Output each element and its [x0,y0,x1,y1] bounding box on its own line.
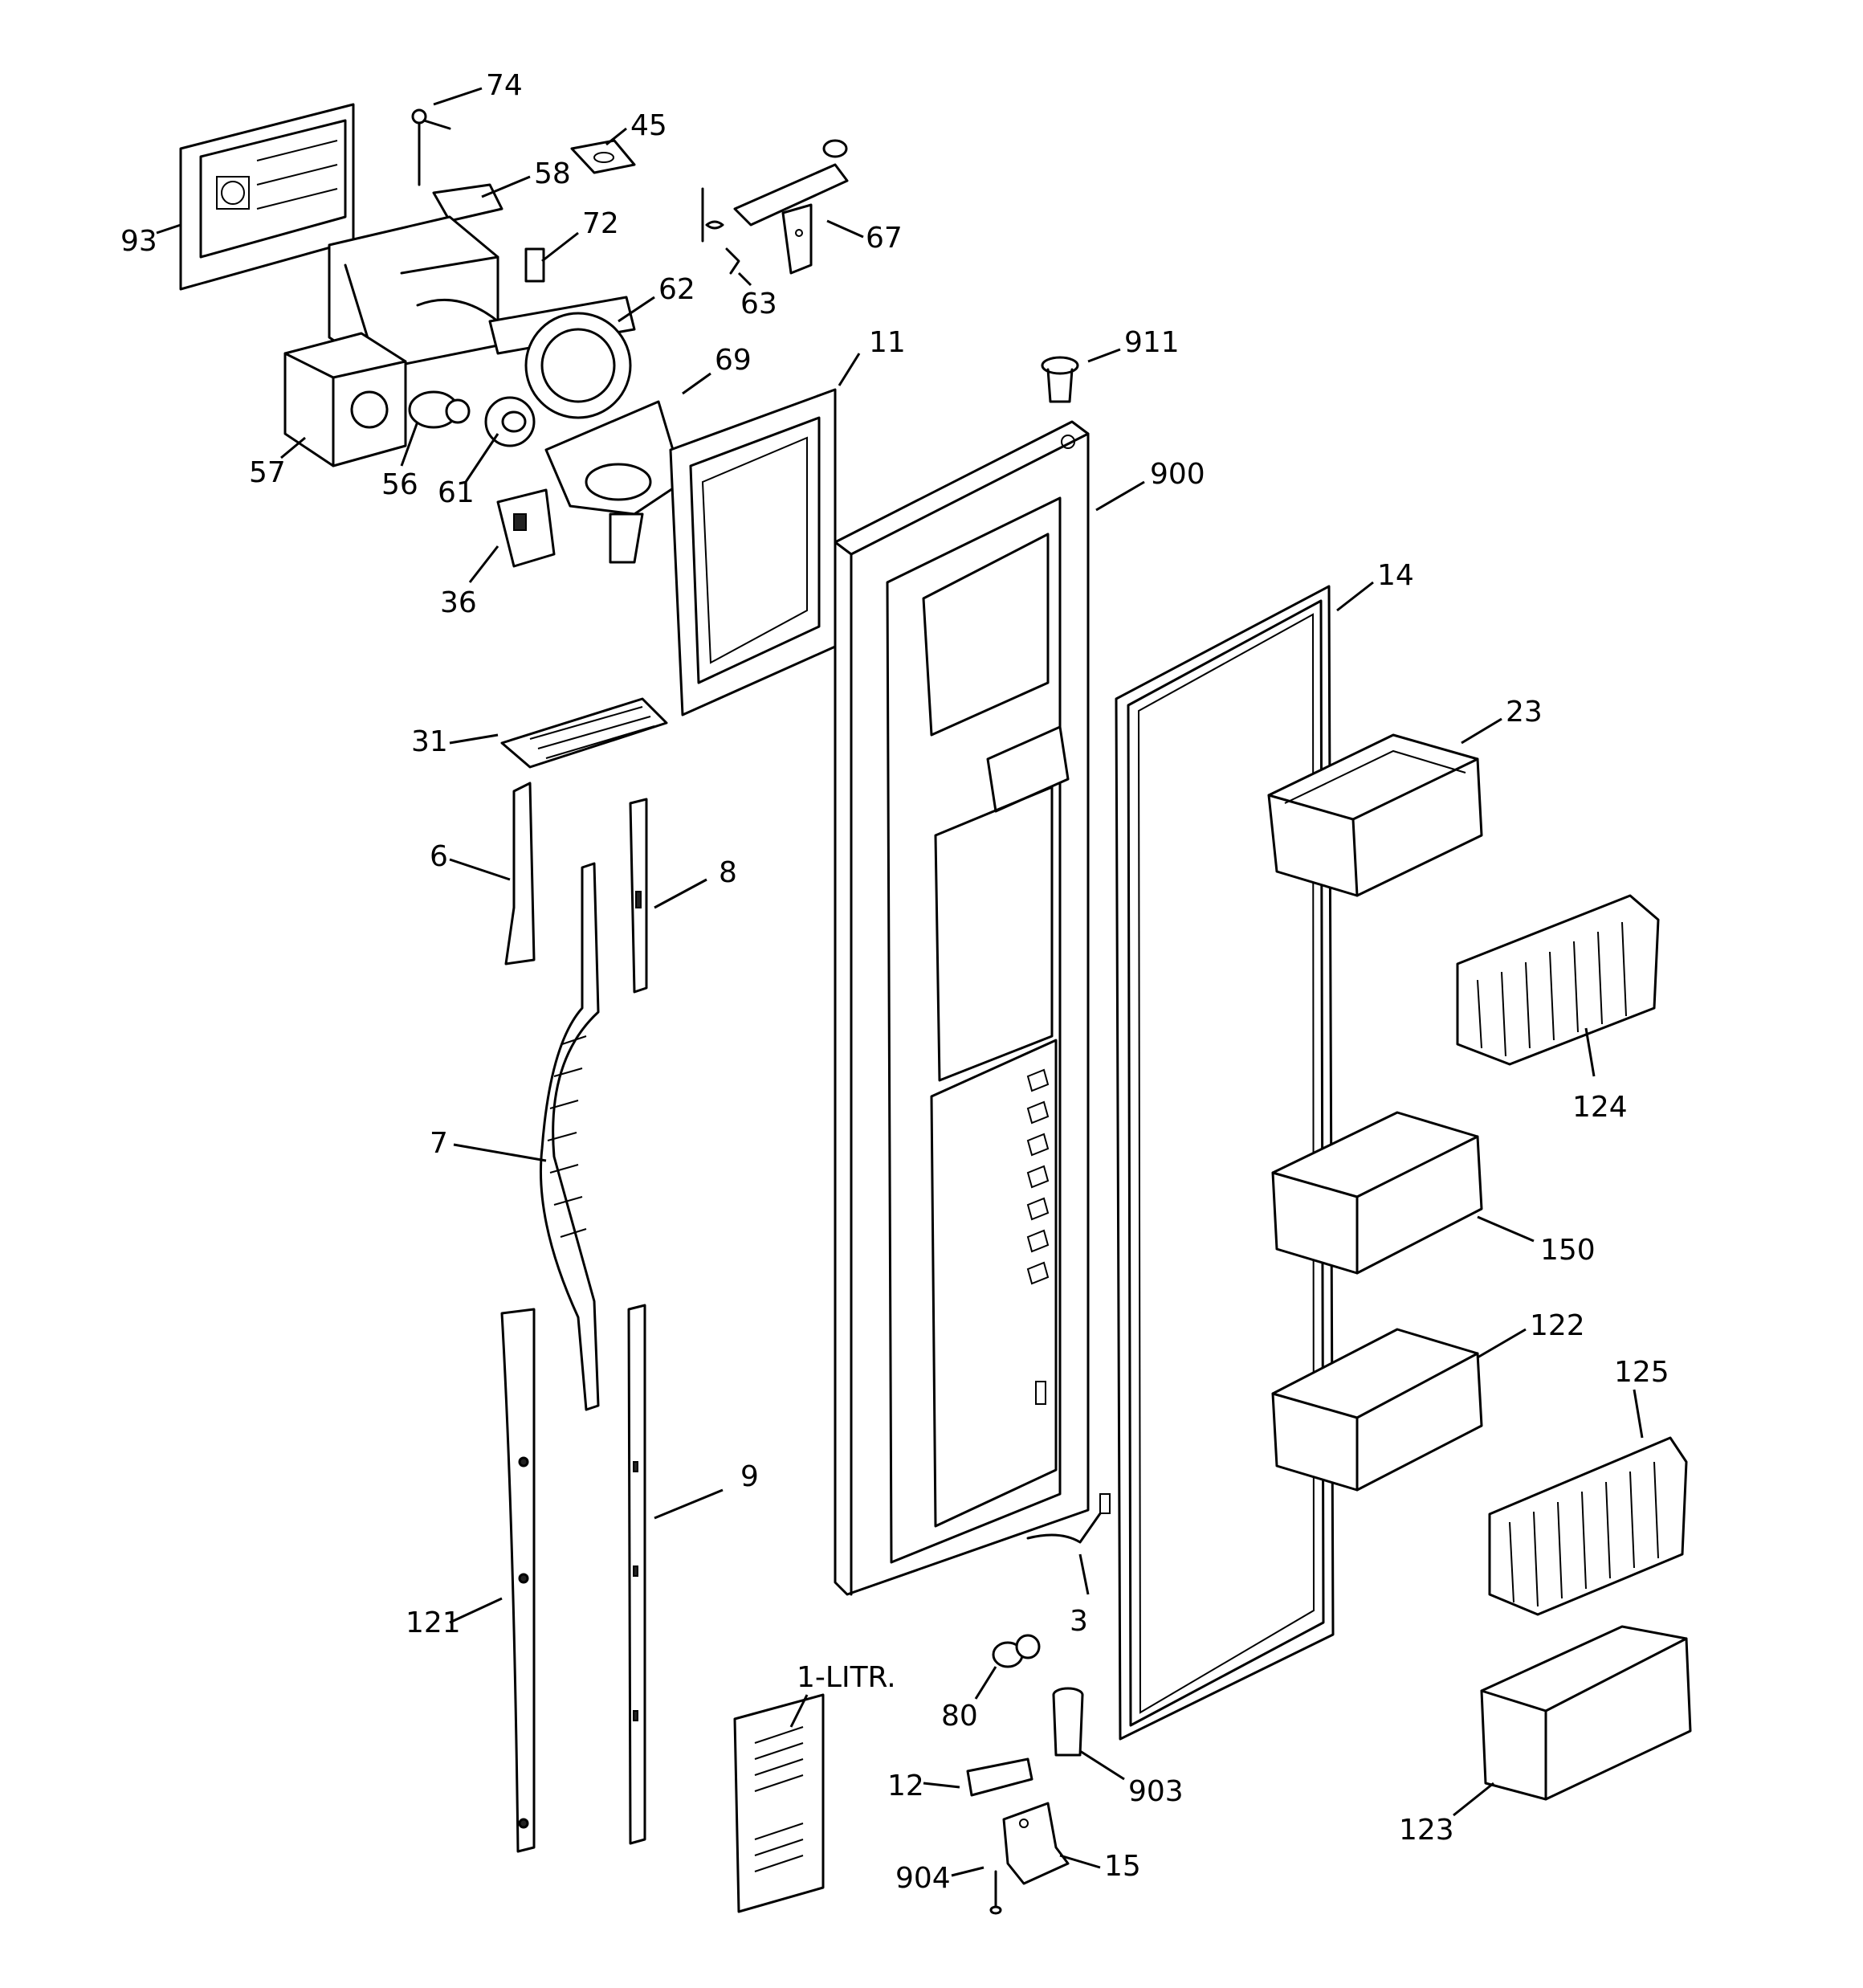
part-7-handle [539,862,600,1411]
callout-9: 9 [740,1460,759,1493]
part-dispenser-housing [328,215,499,371]
part-80-plug [992,1634,1041,1668]
part-74-spring [411,108,451,186]
part-93-control-panel [179,103,355,291]
part-904-screw [989,1870,1002,1915]
callout-124: 124 [1572,1091,1628,1124]
part-911-bushing [1041,356,1079,403]
part-1-litr-booklet [733,1693,825,1913]
callout-63: 63 [740,288,777,320]
callout-56: 56 [381,468,418,501]
callout-1-litr: 1-LITR. [797,1661,896,1694]
callout-labels: 74 45 58 93 72 67 63 62 911 11 69 57 56 … [120,69,1669,1895]
part-56-coupling [408,390,471,429]
part-15-hinge [1002,1802,1070,1885]
part-58-bracket [432,183,503,222]
callout-12: 12 [887,1770,924,1802]
part-45-bracket [570,139,636,174]
part-12-bracket [966,1757,1033,1797]
callout-11: 11 [869,326,906,359]
part-61-crusher [484,396,536,447]
part-69-chute [544,400,684,564]
part-121-trim [500,1308,536,1853]
callout-3: 3 [1070,1605,1088,1638]
part-123-bin [1480,1625,1692,1801]
part-57-motor-box [283,332,407,467]
callout-6: 6 [430,840,448,873]
part-8-trim [629,798,648,994]
callout-14: 14 [1377,559,1414,592]
part-6-strip [504,782,536,965]
callout-123: 123 [1399,1814,1454,1847]
callout-74: 74 [486,69,523,102]
callout-57: 57 [249,456,286,489]
callout-62: 62 [658,273,695,306]
callout-904: 904 [895,1862,951,1895]
callout-121: 121 [406,1606,461,1639]
part-122-bin [1271,1328,1483,1492]
leader-lines [156,87,1644,1877]
part-23-bin [1267,733,1483,897]
part-36-bracket [496,488,556,568]
callout-125: 125 [1614,1356,1669,1389]
part-63-spring [701,187,740,275]
callout-67: 67 [866,222,903,255]
callout-8: 8 [719,856,737,889]
callout-7: 7 [430,1127,448,1160]
callout-45: 45 [630,109,667,142]
callout-911: 911 [1124,326,1180,359]
callout-122: 122 [1530,1309,1585,1342]
callout-23: 23 [1506,696,1543,729]
callout-900: 900 [1150,458,1205,491]
callout-58: 58 [534,157,571,190]
part-124-wire-shelf [1456,894,1660,1066]
part-900-door [834,420,1090,1596]
callout-69: 69 [715,344,752,377]
callout-36: 36 [440,586,477,619]
callout-93: 93 [120,225,157,258]
part-11-frame [669,388,837,716]
part-9-trim [627,1304,646,1845]
part-125-wire-shelf [1488,1436,1688,1616]
part-14-gasket [1115,585,1335,1741]
part-72-switch [524,247,545,283]
part-67-lever [733,139,849,275]
callout-15: 15 [1104,1850,1141,1883]
callout-80: 80 [941,1700,978,1733]
callout-903: 903 [1128,1775,1184,1808]
part-150-bin [1271,1111,1483,1275]
part-62-ring [488,296,636,419]
part-3-wire [1026,1493,1111,1544]
callout-61: 61 [438,476,475,509]
callout-150: 150 [1540,1234,1596,1267]
part-31-drip-tray [500,697,668,769]
part-903-pin [1052,1687,1084,1757]
callout-72: 72 [582,207,619,240]
callout-31: 31 [411,725,448,758]
